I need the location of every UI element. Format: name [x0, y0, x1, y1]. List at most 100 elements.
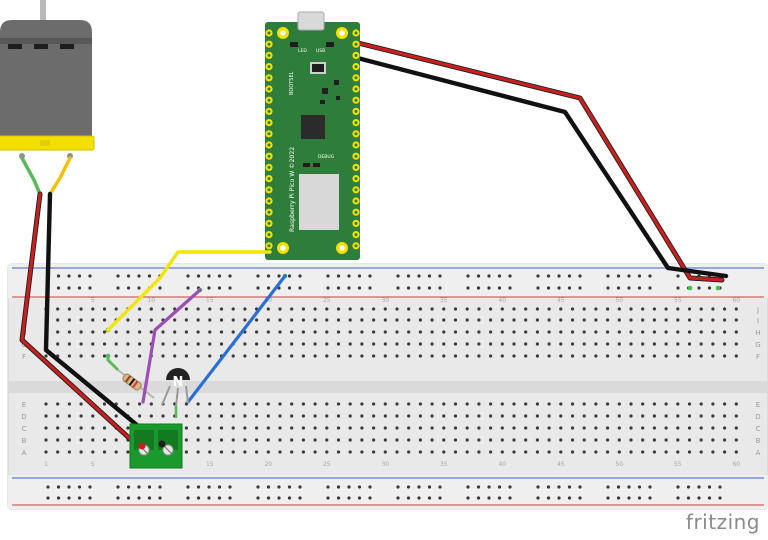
hole: [44, 426, 48, 430]
hole: [372, 342, 376, 346]
row-letter: D: [755, 413, 760, 421]
rail-hole: [466, 286, 470, 290]
rail-hole: [256, 485, 260, 489]
hole: [231, 450, 235, 454]
hole: [290, 342, 294, 346]
hole: [594, 426, 598, 430]
pico-pin-hole: [354, 188, 358, 192]
hole: [418, 354, 422, 358]
rail-hole: [158, 286, 162, 290]
hole: [547, 450, 551, 454]
hole: [67, 450, 71, 454]
hole: [641, 450, 645, 454]
hole: [664, 402, 668, 406]
hole: [372, 402, 376, 406]
hole: [79, 318, 83, 322]
pico-pin-hole: [267, 244, 271, 248]
hole: [617, 426, 621, 430]
rail-hole: [536, 496, 540, 500]
rail-hole: [217, 496, 222, 500]
hole: [723, 307, 727, 311]
hole: [723, 318, 727, 322]
hole: [91, 426, 95, 430]
hole: [301, 402, 305, 406]
hole: [102, 450, 107, 454]
rail-hole: [298, 286, 302, 290]
hole: [278, 426, 282, 430]
rail-hole: [77, 286, 82, 290]
hole: [430, 402, 434, 406]
hole: [559, 438, 563, 442]
pico-pin-hole: [354, 177, 358, 181]
pico-pin-hole: [354, 132, 358, 136]
rail-hole: [427, 496, 432, 500]
hole: [243, 402, 247, 406]
hole: [255, 438, 259, 442]
pico-pin-hole: [267, 154, 271, 158]
hole: [617, 438, 621, 442]
hole: [465, 354, 469, 358]
hole: [67, 438, 71, 442]
hole: [278, 450, 282, 454]
rail-hole: [56, 496, 61, 500]
hole: [161, 414, 165, 418]
hole: [629, 318, 633, 322]
hole: [453, 330, 458, 334]
power-wires: [343, 37, 729, 283]
hole: [547, 342, 551, 346]
hole: [641, 354, 645, 358]
rail-hole: [718, 496, 722, 500]
rail-hole: [46, 496, 50, 500]
rail-hole: [627, 274, 631, 278]
hole: [79, 307, 83, 311]
rail-hole: [476, 286, 481, 290]
hole: [266, 318, 270, 322]
pico-pin-hole: [354, 233, 358, 237]
center-channel: [8, 381, 768, 393]
hole: [126, 426, 130, 430]
debug-label: DEBUG: [318, 154, 335, 160]
rail-hole: [207, 286, 211, 290]
hole: [641, 330, 645, 334]
hole: [535, 307, 540, 311]
hole: [301, 450, 305, 454]
column-number: 55: [674, 297, 682, 304]
hole: [489, 438, 493, 442]
rail-hole: [396, 274, 400, 278]
row-letter: J: [756, 306, 759, 314]
hole: [208, 402, 212, 406]
hole: [67, 342, 71, 346]
hole: [79, 354, 83, 358]
hole: [652, 414, 657, 418]
hole: [407, 450, 411, 454]
column-number: 30: [381, 461, 389, 468]
hole: [477, 426, 481, 430]
hole: [547, 402, 551, 406]
hole: [336, 414, 341, 418]
hole: [430, 426, 434, 430]
hole: [325, 414, 329, 418]
hole: [570, 414, 575, 418]
pico-pin-hole: [267, 177, 271, 181]
hole: [582, 318, 586, 322]
hole: [652, 307, 657, 311]
hole: [453, 426, 458, 430]
hole: [512, 342, 516, 346]
rail-hole: [88, 496, 92, 500]
hole: [617, 307, 621, 311]
hole: [711, 402, 715, 406]
rail-hole: [637, 496, 642, 500]
hole: [418, 438, 422, 442]
column-number: 50: [615, 297, 623, 304]
rail-hole: [567, 274, 572, 278]
hole: [161, 307, 165, 311]
rail-hole: [147, 496, 152, 500]
hole: [56, 342, 60, 346]
hole: [512, 354, 516, 358]
rail-hole: [196, 274, 201, 278]
hole: [290, 450, 294, 454]
hole: [149, 307, 153, 311]
hole: [184, 438, 188, 442]
column-number: 60: [732, 297, 740, 304]
hole: [687, 354, 692, 358]
